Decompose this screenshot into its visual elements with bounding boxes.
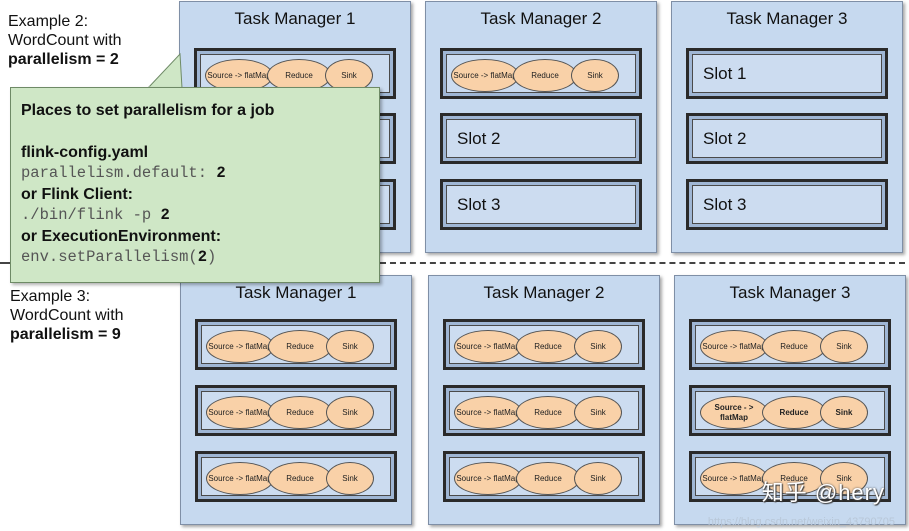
callout-title: Places to set parallelism for a job <box>21 102 275 119</box>
slot: Source -> flatMap Reduce Sink <box>689 319 891 370</box>
task-manager-title: Task Manager 1 <box>235 283 357 302</box>
reduce-operator: Reduce <box>516 330 580 363</box>
slot: Source -> flatMap Reduce Sink <box>443 451 645 502</box>
slot: Source -> flatMap Reduce Sink <box>195 385 397 436</box>
slot: Source -> flatMap Reduce Sink <box>195 451 397 502</box>
separator-line <box>380 262 905 264</box>
bottom-task-manager-2: Task Manager 2 Source -> flatMap Reduce … <box>428 275 660 525</box>
slot-label: Slot 2 <box>703 129 747 148</box>
reduce-operator: Reduce <box>513 59 577 92</box>
sink-operator: Sink <box>325 59 373 92</box>
bottom-task-manager-3: Task Manager 3 Source -> flatMap Reduce … <box>674 275 906 525</box>
slot: Source - > flatMap Reduce Sink <box>689 385 891 436</box>
source-flatmap-operator: Source -> flatMap <box>700 462 768 495</box>
config-file-heading: flink-config.yaml <box>21 144 149 161</box>
sink-operator: Sink <box>326 330 374 363</box>
slot-label: Slot 3 <box>457 195 501 214</box>
slot-3: Slot 3 <box>440 179 642 230</box>
reduce-operator: Reduce <box>762 330 826 363</box>
slot: Source -> flatMap Reduce Sink <box>443 319 645 370</box>
sink-operator: Sink <box>574 330 622 363</box>
source-flatmap-operator: Source -> flatMap <box>451 59 519 92</box>
task-manager-title: Task Manager 2 <box>480 9 602 28</box>
client-heading: or Flink Client: <box>21 186 133 203</box>
reduce-operator: Reduce <box>268 396 332 429</box>
source-flatmap-operator: Source -> flatMap <box>700 330 768 363</box>
watermark-url: https://blog.csdn.net/weixin_43790705 <box>707 516 895 528</box>
task-manager-title: Task Manager 3 <box>729 283 851 302</box>
source-flatmap-operator: Source -> flatMap <box>206 462 274 495</box>
reduce-operator: Reduce <box>516 462 580 495</box>
sink-operator: Sink <box>574 462 622 495</box>
watermark: 知乎 @hery <box>761 480 885 505</box>
slot: Source -> flatMap Reduce Sink <box>689 451 891 502</box>
slot-label: Slot 1 <box>703 64 747 83</box>
env-heading: or ExecutionEnvironment: <box>21 228 222 245</box>
config-code-value: 2 <box>216 164 226 182</box>
example-3-line2: WordCount with <box>10 307 124 324</box>
callout-pointer <box>146 52 183 90</box>
source-flatmap-operator: Source -> flatMap <box>206 330 274 363</box>
source-flatmap-operator: Source - > flatMap <box>700 396 768 429</box>
slot-label: Slot 3 <box>703 195 747 214</box>
client-code-text: ./bin/flink -p <box>21 206 161 224</box>
reduce-operator: Reduce <box>762 462 826 495</box>
env-code-value: 2 <box>197 248 208 266</box>
env-code-text: env.setParallelism( <box>21 248 198 266</box>
source-flatmap-operator: Source -> flatMap <box>454 330 522 363</box>
bottom-task-manager-1: Task Manager 1 Source -> flatMap Reduce … <box>180 275 412 525</box>
reduce-operator: Reduce <box>516 396 580 429</box>
sink-operator: Sink <box>820 396 868 429</box>
sink-operator: Sink <box>820 330 868 363</box>
separator-line-left <box>0 262 10 264</box>
example-3-parallelism: parallelism = 9 <box>10 326 121 343</box>
parallelism-callout: Places to set parallelism for a job flin… <box>10 87 380 283</box>
sink-operator: Sink <box>326 462 374 495</box>
slot-1: Slot 1 <box>686 48 888 99</box>
source-flatmap-operator: Source -> flatMap <box>454 396 522 429</box>
source-flatmap-operator: Source -> flatMap <box>206 396 274 429</box>
example-2-line1: Example 2: <box>8 13 89 30</box>
sink-operator: Sink <box>571 59 619 92</box>
sink-operator: Sink <box>326 396 374 429</box>
env-code-close: ) <box>207 248 217 266</box>
env-code: env.setParallelism(2) <box>21 247 379 268</box>
example-2-parallelism: parallelism = 2 <box>8 51 119 68</box>
example-2-label: Example 2: WordCount with parallelism = … <box>8 12 122 69</box>
task-manager-title: Task Manager 1 <box>234 9 356 28</box>
reduce-operator: Reduce <box>267 59 331 92</box>
client-code: ./bin/flink -p 2 <box>21 205 379 226</box>
slot-2: Slot 2 <box>686 113 888 164</box>
task-manager-title: Task Manager 2 <box>483 283 605 302</box>
reduce-operator: Reduce <box>268 462 332 495</box>
slot-3: Slot 3 <box>686 179 888 230</box>
config-code: parallelism.default: 2 <box>21 163 379 184</box>
reduce-operator: Reduce <box>268 330 332 363</box>
sink-operator: Sink <box>820 462 868 495</box>
slot-label: Slot 2 <box>457 129 501 148</box>
slot: Source -> flatMap Reduce Sink <box>443 385 645 436</box>
top-task-manager-2: Task Manager 2 Source -> flatMap Reduce … <box>425 1 657 253</box>
client-code-value: 2 <box>160 206 170 224</box>
task-manager-title: Task Manager 3 <box>726 9 848 28</box>
reduce-operator: Reduce <box>762 396 826 429</box>
example-3-label: Example 3: WordCount with parallelism = … <box>10 287 124 344</box>
example-3-line1: Example 3: <box>10 288 91 305</box>
slot: Source -> flatMap Reduce Sink <box>195 319 397 370</box>
sink-operator: Sink <box>574 396 622 429</box>
source-flatmap-operator: Source -> flatMap <box>454 462 522 495</box>
slot: Source -> flatMap Reduce Sink <box>440 48 642 99</box>
example-2-line2: WordCount with <box>8 32 122 49</box>
top-task-manager-3: Task Manager 3 Slot 1 Slot 2 Slot 3 <box>671 1 903 253</box>
slot-2: Slot 2 <box>440 113 642 164</box>
config-code-text: parallelism.default: <box>21 164 217 182</box>
